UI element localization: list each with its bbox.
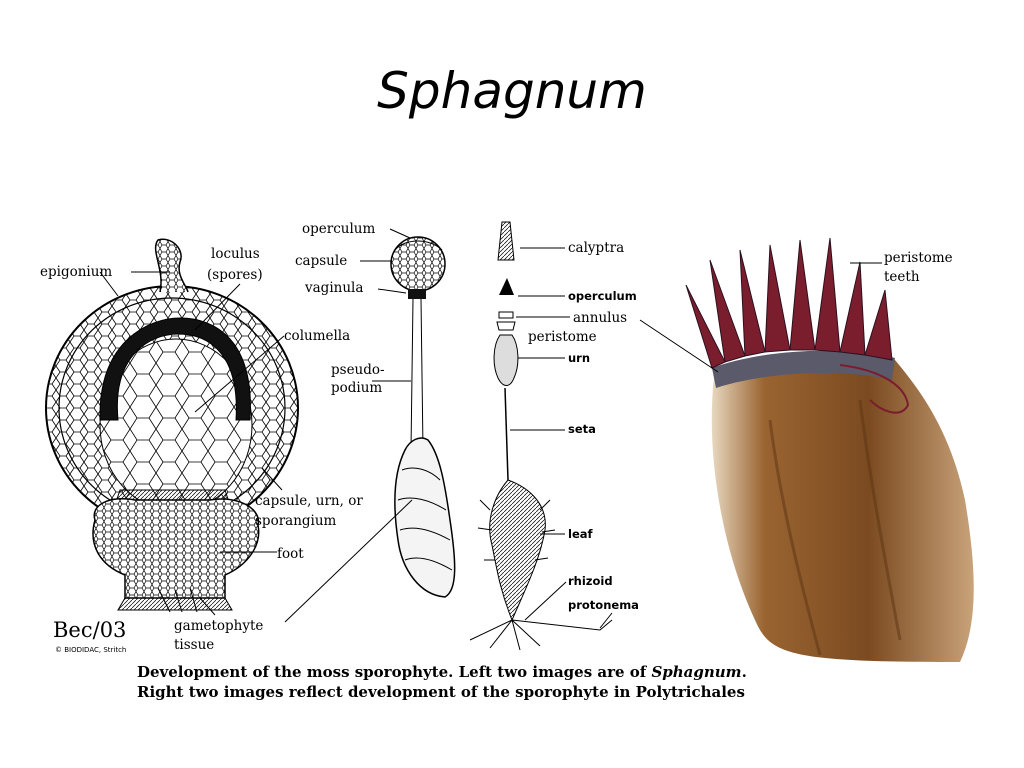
figure-caption: Development of the moss sporophyte. Left… — [137, 662, 747, 702]
annulus-ring — [712, 350, 895, 388]
label-capsule-2: capsule — [295, 253, 347, 269]
polytrichales-capsule-photo — [685, 237, 974, 662]
label-sporangium: sporangium — [255, 513, 337, 529]
label-calyptra: calyptra — [568, 240, 624, 256]
epigonium-beak — [154, 238, 189, 293]
foot-tissue — [92, 498, 260, 599]
urn — [493, 334, 519, 386]
label-protonema: protonema — [568, 598, 639, 612]
label-peristome-teeth: peristome — [884, 250, 953, 266]
label-capsule-urn: capsule, urn, or — [255, 493, 363, 509]
label-foot: foot — [277, 546, 304, 562]
label-epigonium: epigonium — [40, 264, 112, 280]
peristome-teeth — [685, 237, 893, 369]
polytrichales-development-drawing — [469, 221, 613, 651]
label-operculum-2: operculum — [568, 289, 637, 303]
label-rhizoid: rhizoid — [568, 574, 613, 588]
vaginula — [408, 289, 426, 299]
label-operculum-1: operculum — [302, 221, 375, 237]
label-peristome: peristome — [528, 329, 597, 345]
label-spores: (spores) — [207, 267, 263, 283]
label-loculus: loculus — [211, 246, 260, 262]
label-annulus: annulus — [573, 310, 627, 326]
label-urn: urn — [568, 351, 590, 365]
capsule-body — [711, 351, 974, 662]
label-teeth: teeth — [884, 269, 920, 285]
caption-line-2: Right two images reflect development of … — [137, 683, 745, 701]
credit: © BIODIDAC, Stritch — [55, 646, 126, 654]
label-gametophyte: gametophyte — [174, 618, 263, 634]
slide-title: Sphagnum — [377, 62, 647, 120]
sphagnum-pseudopodium-drawing — [390, 236, 456, 598]
label-columella: columella — [284, 328, 350, 344]
label-leaf: leaf — [568, 527, 594, 541]
label-tissue: tissue — [174, 637, 214, 653]
sphagnum-capsule — [390, 236, 446, 292]
gametophyte-shoot — [394, 437, 456, 598]
label-seta: seta — [568, 422, 596, 436]
spore-sac — [99, 317, 251, 421]
label-vaginula: vaginula — [304, 280, 363, 296]
calyptra — [497, 221, 515, 261]
signature: Bec/03 — [53, 618, 126, 642]
operculum — [499, 278, 514, 295]
label-podium: podium — [331, 380, 382, 396]
caption-line-1: Development of the moss sporophyte. Left… — [137, 663, 747, 681]
sphagnum-capsule-section — [45, 238, 299, 613]
label-pseudo: pseudo- — [331, 362, 385, 378]
leafy-gametophyte — [489, 479, 546, 622]
